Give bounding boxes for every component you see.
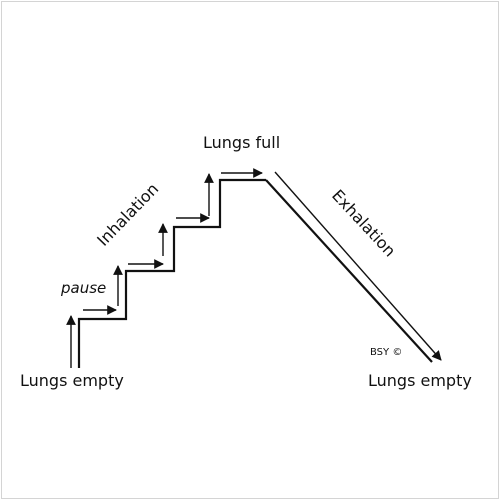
inhalation-staircase-line: [77, 178, 266, 368]
inhalation-label: Inhalation: [93, 179, 162, 250]
copyright-label: BSY ©: [370, 347, 402, 358]
exhalation-arrow: [274, 171, 442, 361]
end-label: Lungs empty: [368, 371, 472, 390]
exhalation-label: Exhalation: [328, 186, 399, 261]
top-label: Lungs full: [203, 133, 280, 152]
start-label: Lungs empty: [20, 371, 124, 390]
exhalation-line: [265, 179, 433, 363]
pause-label: pause: [60, 279, 106, 297]
